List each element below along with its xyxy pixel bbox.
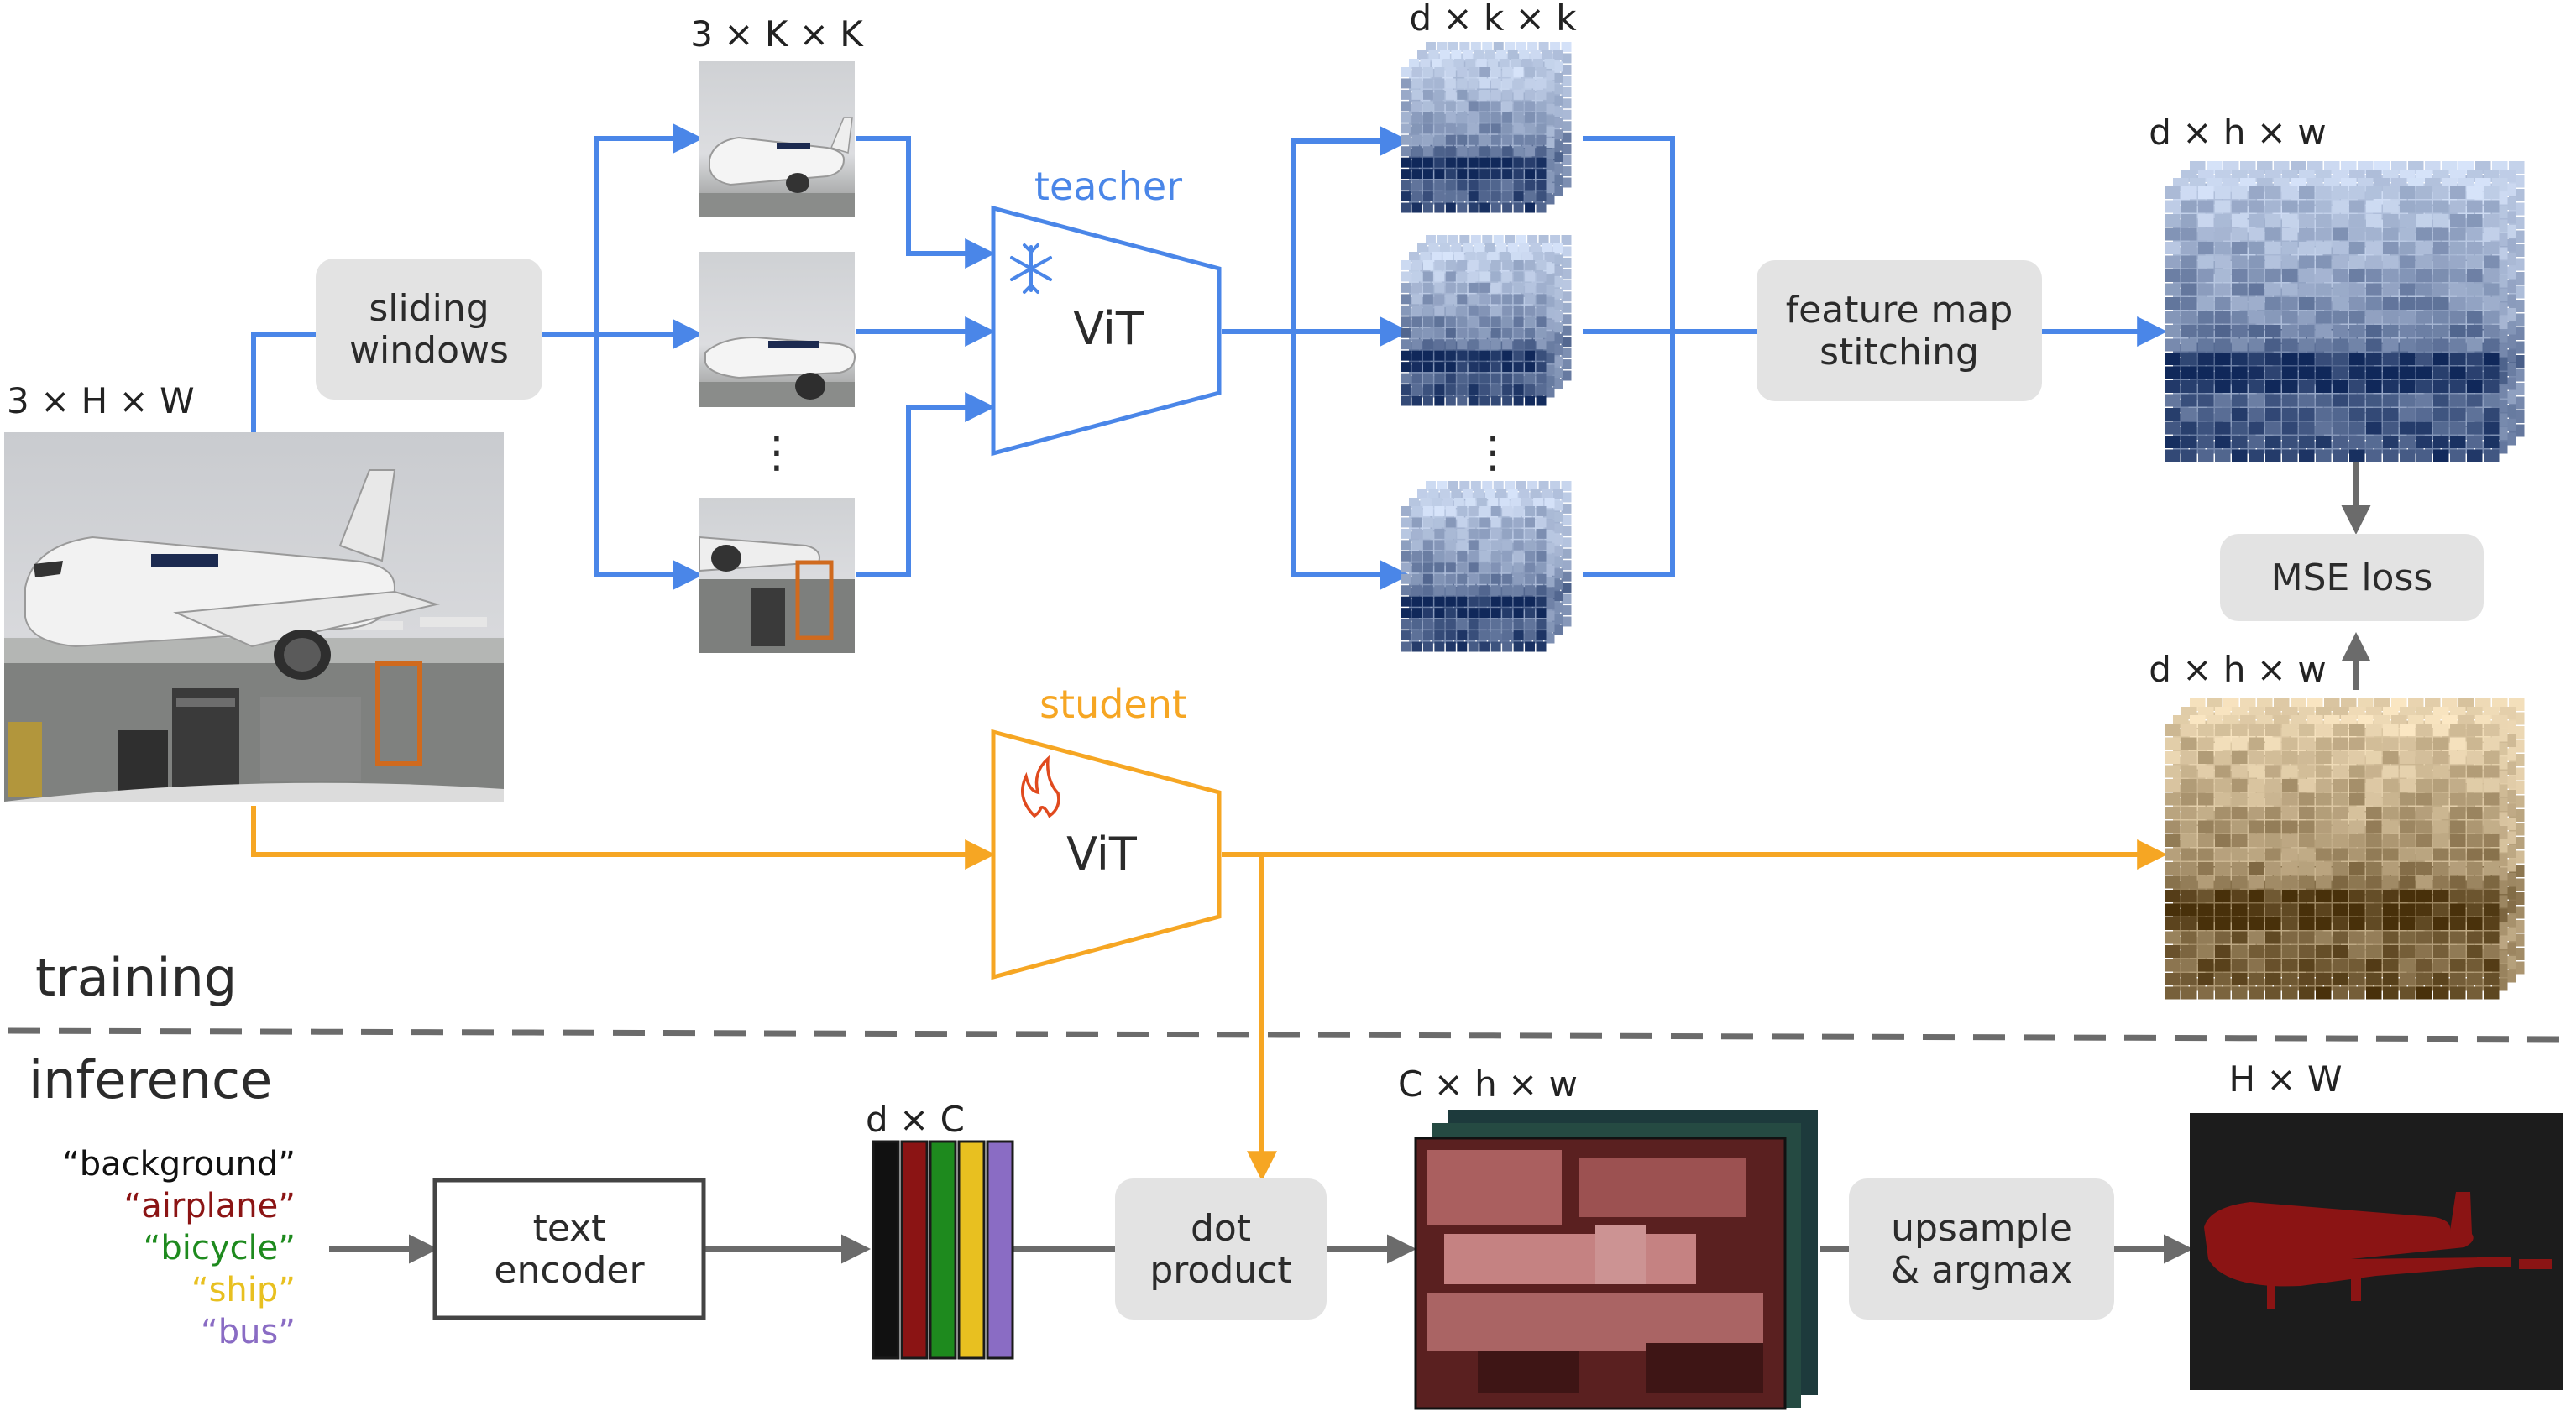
upsample-label-2: & argmax [1891,1249,2072,1292]
teacher-label: teacher [1034,164,1182,209]
output-segmentation-mask [2190,1113,2563,1390]
dot-product-box: dot product [1115,1178,1327,1320]
text-embedding-bar [929,1140,957,1360]
student-vit: ViT student [991,682,1222,980]
teacher-feature-map [2165,161,2525,462]
class-name-item: “ship” [191,1271,296,1309]
sliding-to-window1-arrow [594,123,704,334]
text-embedding-bar [986,1140,1014,1360]
stitching-label-1: feature map [1786,289,2013,332]
teacher-vit: ViT teacher [991,164,1222,457]
feature-grids [1401,42,2525,1000]
student-label: student [1039,682,1187,727]
teacher-map-dims-label: d × h × w [2149,112,2326,153]
window-ellipsis: ⋮ [755,427,798,478]
text-encoder-label-2: encoder [494,1249,645,1292]
upsample-label-1: upsample [1891,1207,2072,1250]
window-crop-2 [699,252,856,407]
window-crop-1 [699,61,855,217]
flame-icon [1021,755,1060,818]
text-embed-dims-label: d × C [866,1099,965,1140]
features-ellipsis: ⋮ [1471,427,1515,478]
window1-to-teacher-arrow [856,136,996,269]
window-features-3 [1401,481,1572,652]
class-name-item: “background” [62,1145,296,1184]
student-branch-arrows [251,806,2168,1182]
window-features-dims-label: d × k × k [1409,0,1577,39]
class-name-item: “bus” [201,1313,296,1351]
score-map-stack [1414,1110,1818,1410]
input-to-student-arrow [251,806,996,870]
window-features-1 [1401,42,1572,213]
score-map-dims-label: C × h × w [1398,1063,1578,1105]
sliding-windows-box: sliding windows [316,259,542,400]
text-encoder-box: text encoder [432,1178,706,1320]
text-embedding-bar [957,1140,986,1360]
teacher-to-features3-arrow [1291,332,1411,590]
teacher-vit-label: ViT [1073,302,1144,355]
dot-product-label-2: product [1149,1249,1291,1292]
upsample-argmax-box: upsample & argmax [1849,1178,2114,1320]
snowflake-icon [1010,243,1052,294]
output-mask-dims-label: H × W [2228,1058,2342,1100]
input-image [4,432,504,802]
sliding-to-window3-arrow [594,334,704,590]
window3-to-teacher-arrow [856,392,996,577]
text-embedding-bar [900,1140,929,1360]
inference-phase-label: inference [29,1049,272,1111]
training-phase-label: training [35,947,237,1008]
class-name-list: “background”“airplane” “bicycle” “ship” “bu… [62,1145,296,1351]
teacher-branch-arrows [251,123,2168,590]
sliding-windows-label-2: windows [349,329,509,372]
student-vit-label: ViT [1066,828,1138,881]
feature-stitching-box: feature map stitching [1757,260,2042,401]
window-features-2 [1401,235,1572,406]
teacher-to-features1-arrow [1291,126,1411,332]
sliding-windows-label-1: sliding [369,287,489,330]
input-to-sliding-arrow [251,332,316,432]
stitching-label-2: stitching [1819,331,1979,374]
class-name-item: “airplane” [124,1187,296,1225]
input-dims-label: 3 × H × W [7,380,195,421]
window-dims-label: 3 × K × K [690,13,864,55]
phase-divider [8,1027,2570,1043]
text-embedding-bars [872,1140,1014,1360]
text-encoder-label-1: text [533,1207,606,1250]
mse-loss-label: MSE loss [2271,557,2433,599]
mse-loss-box: MSE loss [2220,534,2484,621]
student-feature-map [2165,698,2525,1000]
dot-product-label-1: dot [1191,1207,1251,1250]
window-crop-3 [699,498,855,653]
features-merge-line [1583,136,1675,577]
text-embedding-bar [872,1140,900,1360]
class-name-item: “bicycle” [144,1229,296,1267]
student-map-dims-label: d × h × w [2149,649,2326,690]
